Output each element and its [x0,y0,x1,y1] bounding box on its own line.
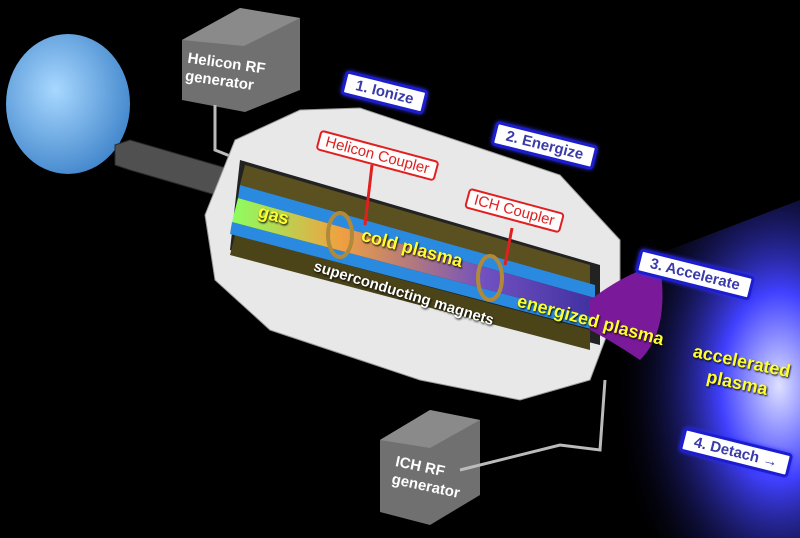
blue-liner-lower [230,222,595,330]
propellant-tank [6,34,130,174]
magnet-lower [230,235,590,350]
plasma-core [232,198,595,318]
magnetic-nozzle [590,265,663,360]
magnet-upper [240,165,590,285]
blue-liner [238,185,595,298]
